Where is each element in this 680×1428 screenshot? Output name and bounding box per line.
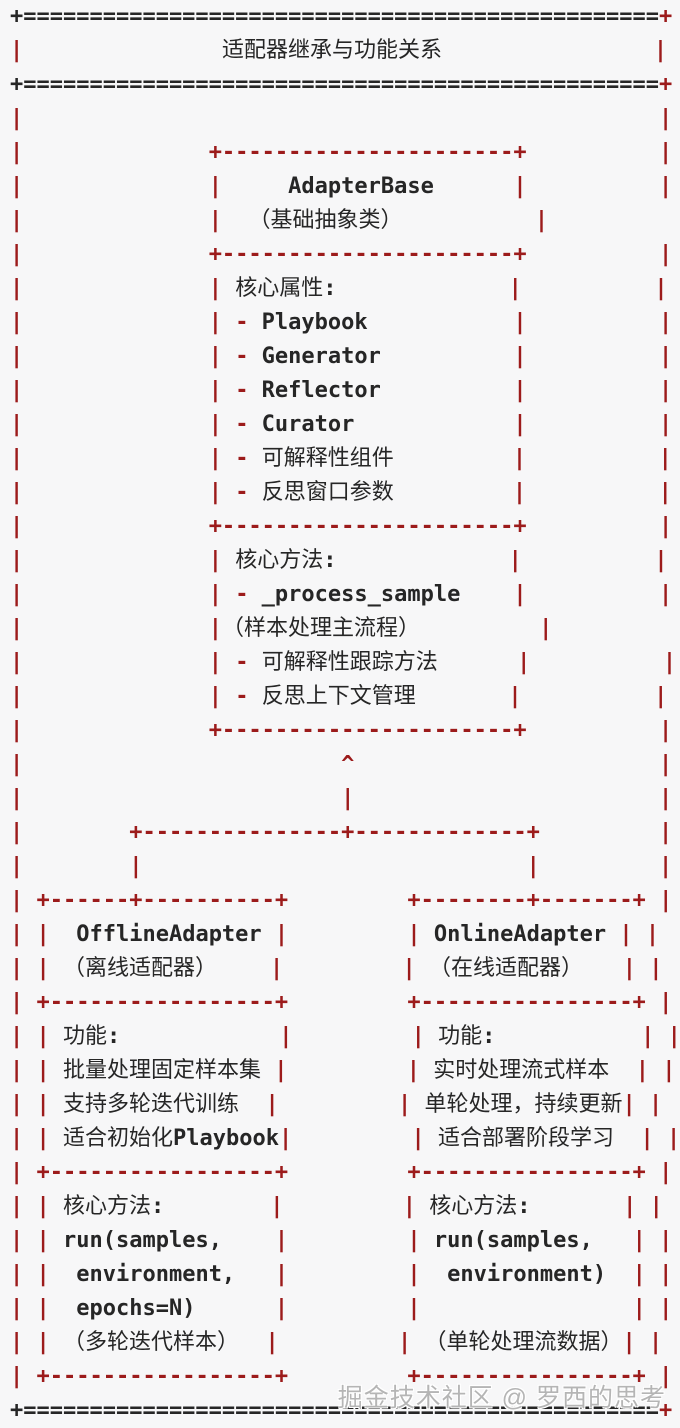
diagram-line-6: | | （基础抽象类） | | <box>10 208 549 233</box>
diagram-line-23: | | | <box>10 786 673 811</box>
diagram-line-1: | 适配器继承与功能关系 | <box>10 38 668 63</box>
diagram-line-19: | | - 可解释性跟踪方法 | | <box>10 650 677 675</box>
diagram-line-13: | | - 可解释性组件 | | <box>10 446 672 471</box>
diagram-line-31: | | 批量处理固定样本集 | | 实时处理流式样本 | | <box>10 1058 676 1083</box>
diagram-line-29: | +-----------------+ +----------------+… <box>10 990 673 1015</box>
diagram-line-2: +=======================================… <box>10 72 673 97</box>
diagram-line-25: | | | | <box>10 854 673 879</box>
diagram-line-27: | | OfflineAdapter | | OnlineAdapter | | <box>10 922 660 947</box>
diagram-line-0: +=======================================… <box>10 4 673 29</box>
diagram-line-36: | | run(samples, | | run(samples, | | <box>10 1228 673 1253</box>
diagram-line-16: | | 核心方法: | | <box>10 548 668 573</box>
diagram-line-38: | | epochs=N) | | | | <box>10 1296 673 1321</box>
diagram-line-40: | +-----------------+ +----------------+… <box>10 1364 673 1389</box>
diagram-line-3: | | <box>10 106 673 131</box>
diagram-line-9: | | - Playbook | | <box>10 310 673 335</box>
diagram-line-24: | +---------------+-------------+ | <box>10 820 673 845</box>
diagram-line-10: | | - Generator | | <box>10 344 673 369</box>
diagram-line-15: | +----------------------+ | <box>10 514 673 539</box>
diagram-line-4: | +----------------------+ | <box>10 140 673 165</box>
diagram-line-12: | | - Curator | | <box>10 412 673 437</box>
diagram-line-32: | | 支持多轮迭代训练 | | 单轮处理，持续更新| | <box>10 1092 663 1117</box>
diagram-line-39: | | （多轮迭代样本） | | （单轮处理流数据）| | <box>10 1330 663 1355</box>
diagram-line-8: | | 核心属性: | | <box>10 276 668 301</box>
diagram-line-5: | | AdapterBase | | <box>10 174 673 199</box>
diagram-line-28: | | （离线适配器） | | （在线适配器） | | <box>10 956 663 981</box>
diagram-line-14: | | - 反思窗口参数 | | <box>10 480 672 505</box>
diagram-line-11: | | - Reflector | | <box>10 378 673 403</box>
diagram-line-41: +=======================================… <box>10 1398 673 1423</box>
diagram-line-33: | | 适合初始化Playbook| | 适合部署阶段学习 | | <box>10 1126 680 1151</box>
diagram-line-35: | | 核心方法: | | 核心方法: | | <box>10 1194 663 1219</box>
diagram-line-20: | | - 反思上下文管理 | | <box>10 684 668 709</box>
diagram-line-7: | +----------------------+ | <box>10 242 673 267</box>
diagram-line-21: | +----------------------+ | <box>10 718 673 743</box>
diagram-line-22: | ^ | <box>10 752 673 777</box>
diagram-line-30: | | 功能: | | 功能: | | <box>10 1024 680 1049</box>
diagram-line-17: | | - _process_sample | | <box>10 582 673 607</box>
diagram-line-37: | | environment, | | environment) | | <box>10 1262 673 1287</box>
diagram-line-34: | +-----------------+ +----------------+… <box>10 1160 673 1185</box>
diagram-line-26: | +------+----------+ +--------+-------+… <box>10 888 673 913</box>
diagram-line-18: | |（样本处理主流程） | | <box>10 616 553 641</box>
watermark: 掘金技术社区 @ 罗西的思考 <box>337 1384 666 1412</box>
